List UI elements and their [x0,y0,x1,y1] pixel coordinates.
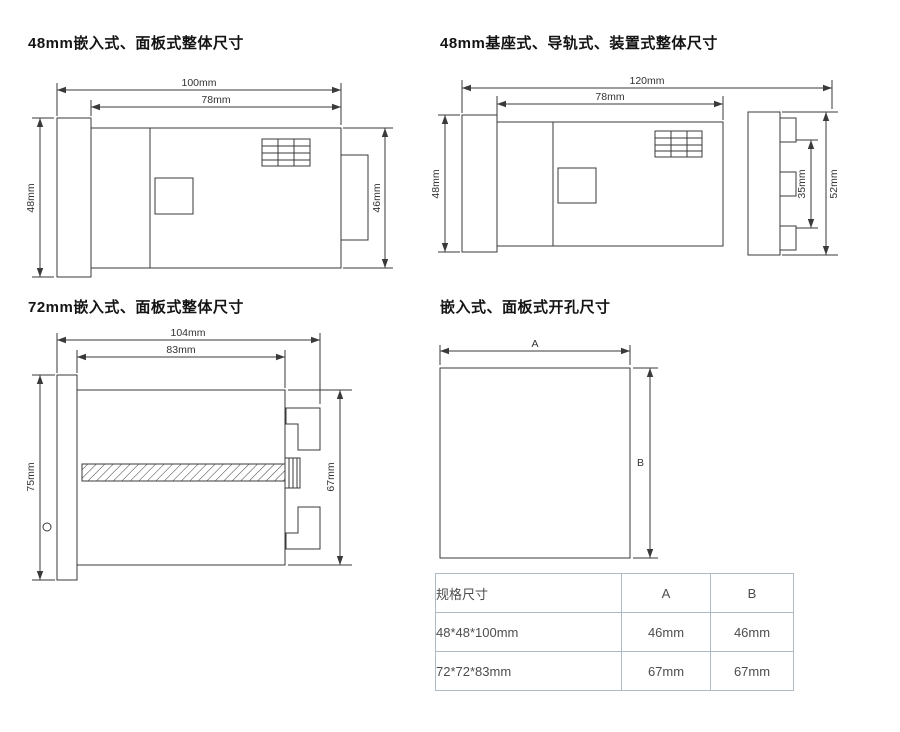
drawing-cutout: A B [439,338,658,559]
dim-label: 35mm [796,169,808,198]
dim-label: 104mm [170,327,205,339]
dim-body-depth: 78mm [496,91,724,120]
front-bezel [461,114,498,253]
spec-cell-a: 46mm [621,612,711,652]
spec-header-b: B [710,573,794,613]
dim-cutout-width: A [439,338,631,365]
front-bezel [56,117,92,278]
spec-cell-size: 72*72*83mm [435,651,622,691]
dim-label: B [637,457,644,469]
spec-table: 规格尺寸 A B 48*48*100mm 46mm 46mm 72*72*83m… [435,573,794,691]
dim-body-depth: 78mm [90,94,341,116]
knurled-nut [284,457,301,489]
mounting-latch [154,177,194,215]
dim-body-height: 46mm [343,127,393,269]
dim-front-height: 75mm [25,374,55,581]
spec-cell-b: 46mm [710,612,794,652]
spec-cell-a: 67mm [621,651,711,691]
mounting-clip-top [285,407,321,451]
dim-label: 120mm [629,75,664,87]
spec-row-72: 72*72*83mm 67mm 67mm [435,651,794,691]
din-rail-socket [747,111,797,256]
spec-cell-size: 48*48*100mm [435,612,622,652]
spec-row-48: 48*48*100mm 46mm 46mm [435,612,794,652]
section-title-72mm-panel: 72mm嵌入式、面板式整体尺寸 [28,299,244,316]
dim-label: 48mm [430,169,442,198]
dim-label: 75mm [25,462,37,491]
drawing-72mm-panel: 104mm 83mm 75mm 67mm [25,327,352,581]
dim-label: 78mm [595,91,624,103]
section-title-cutout: 嵌入式、面板式开孔尺寸 [440,299,611,316]
spec-header-a: A [621,573,711,613]
dim-label: 48mm [25,183,37,212]
dim-label: 52mm [828,169,840,198]
cutout-square [439,367,631,559]
dim-label: 46mm [371,183,383,212]
dim-label: 83mm [166,344,195,356]
dim-total-depth: 120mm [461,75,833,113]
dim-cutout-height: B [633,367,658,559]
mounting-latch [557,167,597,204]
mounting-clip-bottom [285,506,321,550]
section-title-48mm-base: 48mm基座式、导轨式、装置式整体尺寸 [440,35,718,52]
section-title-48mm-panel: 48mm嵌入式、面板式整体尺寸 [28,35,244,52]
dim-label: A [531,338,538,350]
dim-label: 100mm [181,77,216,89]
dim-total-depth: 104mm [56,327,321,404]
drawing-48mm-base: 120mm 78mm 48mm 35mm [430,75,840,256]
dim-socket-height: 52mm [782,111,840,256]
dim-front-height: 48mm [430,114,460,253]
vent-grille [654,130,703,158]
dim-total-depth: 100mm [56,77,342,125]
dim-label: 67mm [325,462,337,491]
dim-body-depth: 83mm [76,344,286,388]
spec-header-row: 规格尺寸 A B [435,573,794,613]
vent-grille [261,138,311,167]
drawing-48mm-panel: 100mm 78mm 48mm 46mm [25,77,393,278]
dim-body-height: 67mm [288,389,352,566]
terminal-block [340,154,369,241]
spec-cell-b: 67mm [710,651,794,691]
dim-front-height: 48mm [25,117,54,278]
front-bezel [56,374,78,581]
spec-header-size: 规格尺寸 [435,573,622,613]
threaded-rod [81,463,286,482]
dim-rail-span: 35mm [796,139,818,229]
pin-hole [42,522,52,532]
dim-label: 78mm [201,94,230,106]
